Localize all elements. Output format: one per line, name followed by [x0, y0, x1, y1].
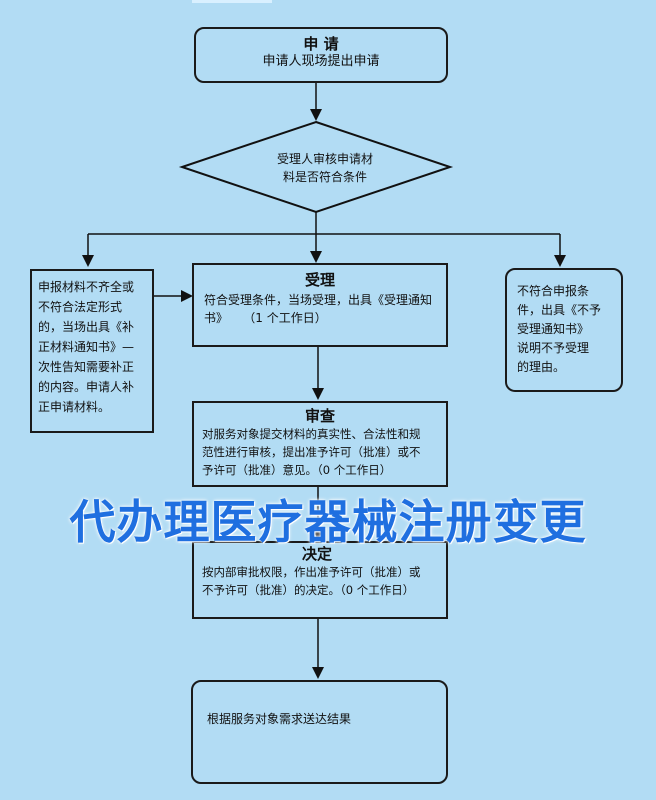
decide-line: 不予许可（批准）的决定。（0 个工作日）	[202, 583, 415, 597]
review-line-1: 受理人审核申请材	[276, 152, 373, 166]
examine-line: 对服务对象提交材料的真实性、合法性和规	[202, 427, 421, 441]
accept-line-1: 符合受理条件，当场受理，出具《受理通知	[204, 293, 433, 307]
accept-title: 受理	[304, 271, 335, 289]
deliver-box: 根据服务对象需求送达结果	[191, 680, 448, 784]
examine-line: 予许可（批准）意见。（0 个工作日）	[202, 463, 392, 477]
review-diamond-text: 受理人审核申请材 料是否符合条件	[220, 150, 430, 186]
right-note-line: 的理由。	[517, 360, 566, 374]
review-line-2: 料是否符合条件	[282, 170, 367, 184]
right-note-line: 件，出具《不予	[517, 303, 602, 317]
apply-box: 申 请 申请人现场提出申请	[194, 27, 448, 83]
right-note-line: 说明不予受理	[517, 341, 590, 355]
left-note-line: 正材料通知书》—	[38, 340, 135, 354]
watermark-banner: 代办理医疗器械注册变更	[69, 495, 587, 549]
examine-line: 范性进行审核，提出准予许可（批准）或不	[202, 445, 421, 459]
left-note-line: 次性告知需要补正	[38, 360, 135, 374]
left-note-line: 申报材料不齐全或	[38, 280, 135, 294]
left-note-line: 的内容。申请人补	[38, 380, 135, 394]
decide-title: 决定	[302, 545, 333, 563]
apply-text: 申请人现场提出申请	[262, 54, 380, 69]
left-note-line: 的，当场出具《补	[38, 320, 135, 334]
right-note-line: 不符合申报条	[517, 284, 590, 298]
accept-line-2: 书》 （1 个工作日）	[204, 311, 327, 325]
examine-title: 审查	[304, 407, 335, 425]
decide-line: 按内部审批权限，作出准予许可（批准）或	[202, 565, 421, 579]
accept-box: 受理 符合受理条件，当场受理，出具《受理通知 书》 （1 个工作日）	[192, 263, 448, 347]
apply-title: 申 请	[303, 35, 339, 53]
left-note-line: 不符合法定形式	[38, 300, 123, 314]
right-note-line: 受理通知书》	[517, 322, 590, 336]
examine-box: 审查 对服务对象提交材料的真实性、合法性和规 范性进行审核，提出准予许可（批准）…	[192, 401, 448, 487]
deliver-text: 根据服务对象需求送达结果	[207, 712, 352, 726]
top-edge-strip	[192, 0, 272, 3]
right-note-box: 不符合申报条 件，出具《不予 受理通知书》 说明不予受理 的理由。	[505, 268, 623, 392]
decide-box: 决定 按内部审批权限，作出准予许可（批准）或 不予许可（批准）的决定。（0 个工…	[192, 541, 448, 619]
left-note-box: 申报材料不齐全或 不符合法定形式 的，当场出具《补 正材料通知书》— 次性告知需…	[30, 269, 154, 433]
left-note-line: 正申请材料。	[38, 400, 111, 414]
